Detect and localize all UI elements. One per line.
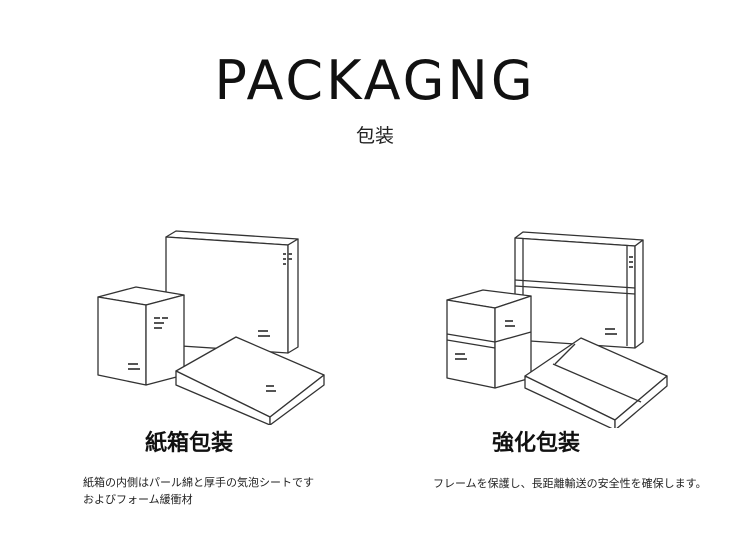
reinforced-boxes-illustration [446, 231, 668, 428]
cardboard-boxes-illustration [97, 230, 325, 425]
page-title: PACKAGNG [214, 49, 536, 112]
page-subtitle: 包装 [355, 125, 394, 147]
option-description-reinforced: フレームを保護し、長距離輸送の安全性を確保します。 [433, 475, 743, 492]
description-line: およびフォーム緩衝材 [83, 493, 193, 506]
option-title-cardboard: 紙箱包装 [145, 431, 234, 456]
description-line: フレームを保護し、長距離輸送の安全性を確保します。 [433, 477, 707, 490]
description-line: 紙箱の内側はパール綿と厚手の気泡シートです [83, 476, 314, 489]
option-description-cardboard: 紙箱の内側はパール綿と厚手の気泡シートです およびフォーム緩衝材 [83, 474, 353, 508]
option-title-reinforced: 強化包装 [492, 431, 581, 456]
